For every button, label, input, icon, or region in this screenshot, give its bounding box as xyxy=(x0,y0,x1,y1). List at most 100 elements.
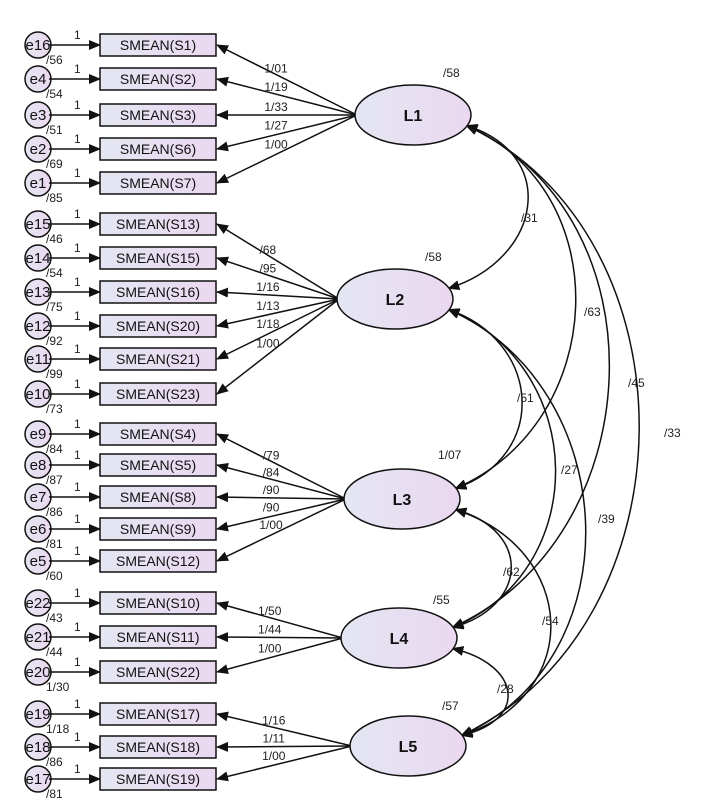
fixed-weight-label: 1 xyxy=(74,586,81,600)
error-label: e9 xyxy=(30,426,47,443)
covariance-layer: /31/63/45/33/51/27/39/62/54/28 xyxy=(447,124,681,738)
loading-label: 1/16 xyxy=(256,280,280,294)
covariance-arc-l2-l5 xyxy=(447,308,587,737)
covariance-arc-l1-l2 xyxy=(447,124,529,290)
indicator-box xyxy=(99,33,217,57)
latent-label: L1 xyxy=(404,108,423,125)
latent-label: L2 xyxy=(386,292,405,309)
indicator-box xyxy=(99,549,217,573)
loading-label: 1/16 xyxy=(262,713,286,727)
indicator-label: SMEAN(S9) xyxy=(120,521,196,537)
loading-label: 1/50 xyxy=(258,604,282,618)
latent-variance-label: /58 xyxy=(425,250,442,264)
loading-layer: 1/011/191/331/271/00/68/951/161/131/181/… xyxy=(216,44,358,782)
loading-label: 1/19 xyxy=(264,80,288,94)
fixed-weight-label: 1 xyxy=(74,762,81,776)
error-label: e18 xyxy=(25,739,50,756)
fixed-weight-label: 1 xyxy=(74,62,81,76)
fixed-weight-label: 1 xyxy=(74,166,81,180)
fixed-weight-label: 1 xyxy=(74,544,81,558)
fixed-weight-label: 1 xyxy=(74,730,81,744)
error-variance-label: /73 xyxy=(46,402,63,416)
error-label: e10 xyxy=(25,386,50,403)
latent-ellipse xyxy=(349,715,467,777)
indicator-label: SMEAN(S18) xyxy=(116,739,200,755)
covariance-label-l3-l4: /62 xyxy=(503,565,520,579)
loading-arrow xyxy=(216,711,353,747)
fixed-weight-label: 1 xyxy=(74,512,81,526)
latent-ellipse xyxy=(354,84,472,146)
indicator-label: SMEAN(S13) xyxy=(116,216,200,232)
error-label: e12 xyxy=(25,318,50,335)
indicator-box xyxy=(99,246,217,270)
indicator-label: SMEAN(S23) xyxy=(116,386,200,402)
indicator-label: SMEAN(S17) xyxy=(116,706,200,722)
indicator-label: SMEAN(S6) xyxy=(120,141,196,157)
covariance-label-l2-l3: /51 xyxy=(517,391,534,405)
covariance-label-l2-l4: /27 xyxy=(561,463,578,477)
indicator-label: SMEAN(S11) xyxy=(117,629,200,645)
loading-label: 1/33 xyxy=(264,100,288,114)
loading-label: 1/00 xyxy=(259,518,283,532)
latent-label: L5 xyxy=(399,739,418,756)
indicator-box xyxy=(99,453,217,477)
covariance-arc-l1-l4 xyxy=(451,124,610,629)
indicator-label: SMEAN(S8) xyxy=(120,489,196,505)
indicator-label: SMEAN(S22) xyxy=(116,664,200,680)
loading-arrow xyxy=(216,76,358,116)
indicator-layer: e16/561SMEAN(S1)e4/541SMEAN(S2)e3/511SME… xyxy=(24,28,217,801)
error-variance-label: /86 xyxy=(46,755,63,769)
covariance-label-l2-l5: /39 xyxy=(598,512,615,526)
error-variance-label: /87 xyxy=(46,473,63,487)
error-variance-label: /99 xyxy=(46,367,63,381)
loading-label: 1/00 xyxy=(264,137,288,151)
indicator-box xyxy=(99,314,217,338)
covariance-label-l1-l3: /63 xyxy=(584,305,601,319)
latent-ellipse xyxy=(336,268,454,330)
error-variance-label: 1/18 xyxy=(46,722,70,736)
fixed-weight-label: 1 xyxy=(74,275,81,289)
error-label: e15 xyxy=(25,216,50,233)
loading-arrow xyxy=(216,114,358,184)
fixed-weight-label: 1 xyxy=(74,655,81,669)
error-label: e14 xyxy=(25,250,50,267)
loading-arrow xyxy=(216,632,344,643)
error-variance-label: /81 xyxy=(46,537,63,551)
latent-l5: L5/57 xyxy=(349,699,467,777)
latent-l1: L1/58 xyxy=(354,66,472,146)
loading-label: 1/27 xyxy=(264,119,288,133)
loading-label: /68 xyxy=(260,243,277,257)
indicator-label: SMEAN(S16) xyxy=(116,284,200,300)
loading-label: /84 xyxy=(263,465,280,479)
fixed-weight-label: 1 xyxy=(74,480,81,494)
fixed-weight-label: 1 xyxy=(74,309,81,323)
indicator-box xyxy=(99,735,217,759)
loading-arrow xyxy=(216,114,358,152)
latent-label: L4 xyxy=(390,631,409,648)
indicator-box xyxy=(99,137,217,161)
indicator-label: SMEAN(S12) xyxy=(116,553,200,569)
fixed-weight-label: 1 xyxy=(74,98,81,112)
loading-arrow xyxy=(216,433,347,500)
error-variance-label: /86 xyxy=(46,505,63,519)
loading-arrow xyxy=(216,223,340,300)
loading-label: /90 xyxy=(263,501,280,515)
error-label: e6 xyxy=(30,521,47,538)
latent-ellipse xyxy=(343,468,461,530)
loading-arrow xyxy=(216,256,340,300)
indicator-label: SMEAN(S4) xyxy=(120,426,196,442)
latent-variance-label: /58 xyxy=(443,66,460,80)
indicator-label: SMEAN(S10) xyxy=(116,595,200,611)
fixed-weight-label: 1 xyxy=(74,448,81,462)
covariance-arc-l4-l5 xyxy=(451,646,509,738)
latent-label: L3 xyxy=(393,492,412,509)
